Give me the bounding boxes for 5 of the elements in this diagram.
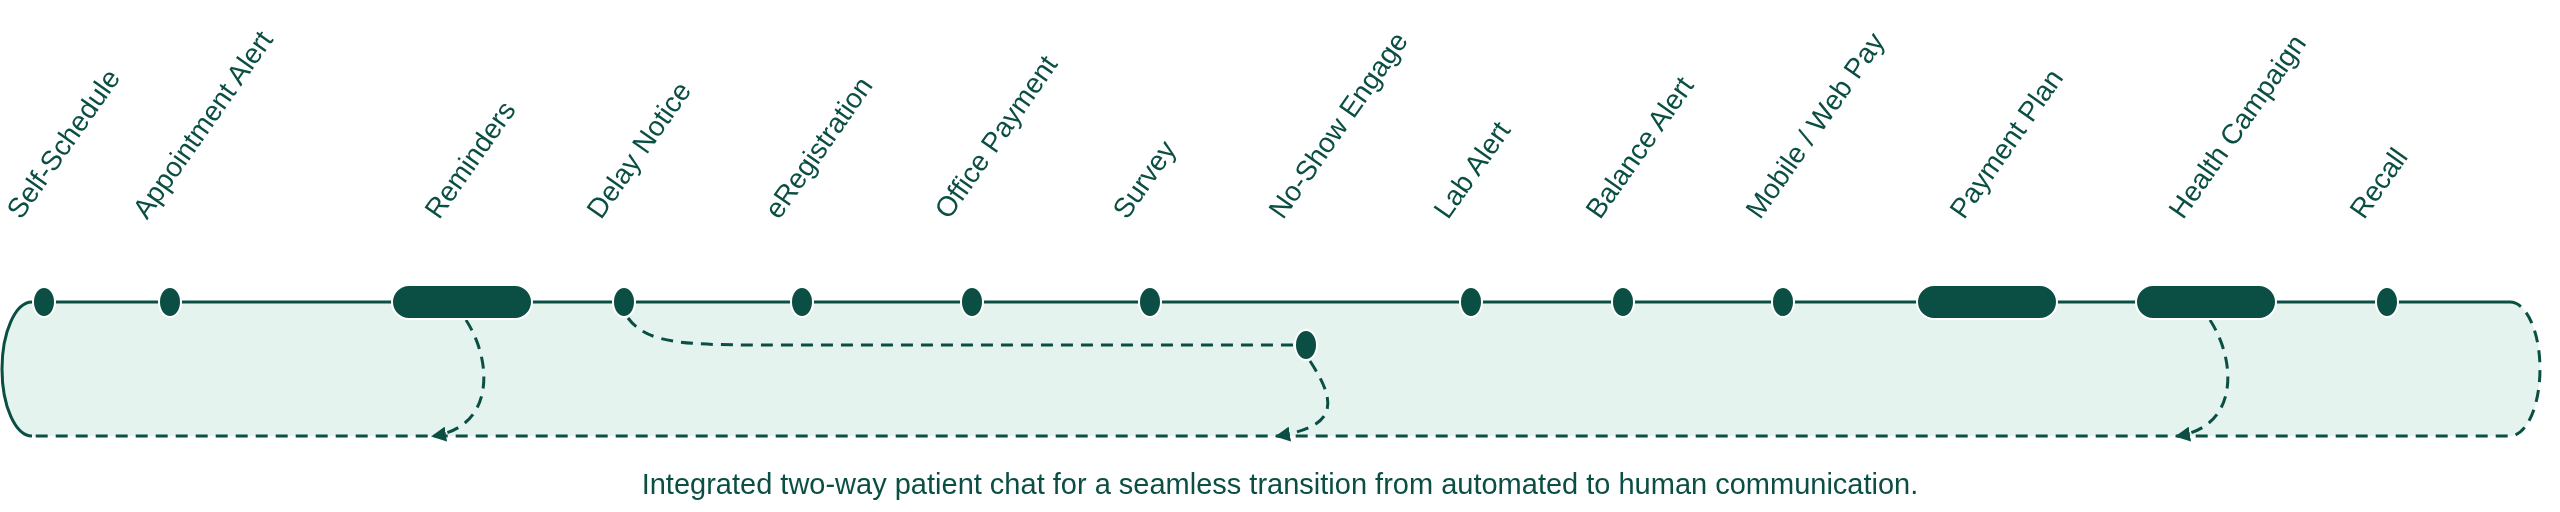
- dashed-arrow: [1275, 360, 1330, 441]
- dashed-arrow: [431, 319, 486, 441]
- dashed-arrow: [2175, 319, 2230, 441]
- caption: Integrated two-way patient chat for a seamless transition from automated to human communication.: [640, 468, 1920, 501]
- dashed-connector: [626, 317, 1294, 347]
